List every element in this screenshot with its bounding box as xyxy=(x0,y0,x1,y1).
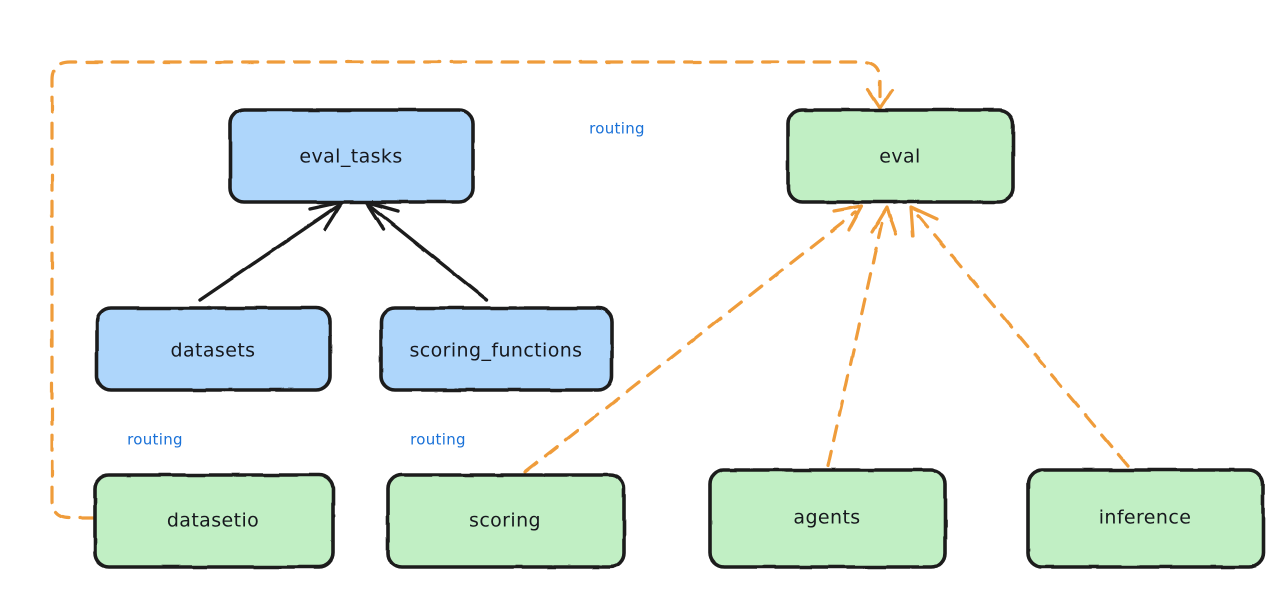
node-eval-tasks-label: eval_tasks xyxy=(299,146,402,168)
node-scoring-functions[interactable]: scoring_functions xyxy=(379,306,614,392)
node-inference[interactable]: inference xyxy=(1026,468,1265,569)
edge-datasetio-eval xyxy=(50,60,894,520)
node-layer: eval_tasks eval datasets scoring_functio… xyxy=(93,108,1265,569)
node-eval-shape xyxy=(786,108,1015,204)
node-agents[interactable]: agents xyxy=(708,468,947,569)
node-inference-label: inference xyxy=(1099,507,1192,529)
node-datasetio[interactable]: datasetio xyxy=(93,473,335,569)
edge-layer xyxy=(50,60,1130,520)
node-scoring[interactable]: scoring xyxy=(386,473,626,569)
edge-inference-eval xyxy=(909,205,1130,468)
node-agents-label: agents xyxy=(793,507,860,529)
edge-datasets-evaltasks xyxy=(198,200,344,302)
node-scoring-functions-label: scoring_functions xyxy=(410,340,583,362)
node-eval-tasks[interactable]: eval_tasks xyxy=(228,108,475,204)
node-scoring-label: scoring xyxy=(469,510,541,532)
edge-label-routing-datasetio: routing xyxy=(127,431,183,449)
node-eval-tasks-shape xyxy=(228,108,475,204)
edge-label-routing-scoring: routing xyxy=(410,431,466,449)
node-eval-label: eval xyxy=(879,146,920,168)
node-datasetio-label: datasetio xyxy=(167,510,259,532)
edge-scoringfunctions-evaltasks xyxy=(364,200,489,302)
node-scoring-shape xyxy=(386,473,626,569)
node-datasetio-shape xyxy=(93,473,335,569)
node-agents-shape xyxy=(708,468,947,569)
edge-scoring-eval xyxy=(523,204,864,474)
node-inference-shape xyxy=(1026,468,1265,569)
edge-label-routing-eval: routing xyxy=(589,120,645,138)
node-eval[interactable]: eval xyxy=(786,108,1015,204)
node-datasets-shape xyxy=(95,306,332,392)
node-datasets-label: datasets xyxy=(171,340,256,362)
edge-agents-eval xyxy=(826,205,898,468)
edge-label-layer: routing routing routing xyxy=(127,120,645,449)
node-scoring-functions-shape xyxy=(379,306,614,392)
node-datasets[interactable]: datasets xyxy=(95,306,332,392)
